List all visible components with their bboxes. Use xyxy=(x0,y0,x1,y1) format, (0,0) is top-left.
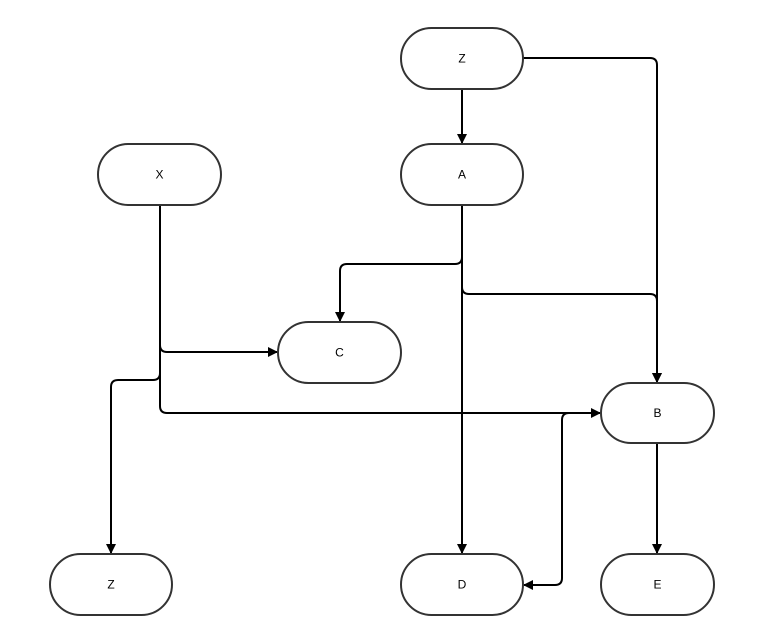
edge-a-to-b xyxy=(461,205,662,383)
node-label: C xyxy=(335,346,344,360)
node-e[interactable]: E xyxy=(600,553,715,616)
node-shape xyxy=(400,27,524,90)
node-d[interactable]: D xyxy=(400,553,524,616)
node-label: A xyxy=(458,168,466,182)
node-shape xyxy=(97,143,222,206)
node-x[interactable]: X xyxy=(97,143,222,206)
node-shape xyxy=(400,553,524,616)
node-label: D xyxy=(458,578,467,592)
edge-z-top-to-b xyxy=(523,57,662,383)
edges-layer xyxy=(106,57,662,590)
edge-b-to-d xyxy=(523,412,600,590)
node-a[interactable]: A xyxy=(400,143,524,206)
node-label: Z xyxy=(107,578,114,592)
edge-x-to-z-bottom xyxy=(106,205,161,554)
node-z-top[interactable]: Z xyxy=(400,27,524,90)
node-shape xyxy=(600,553,715,616)
node-shape xyxy=(600,382,715,444)
edge-a-to-c xyxy=(335,205,463,322)
node-c[interactable]: C xyxy=(277,321,402,384)
node-shape xyxy=(400,143,524,206)
node-z-bottom[interactable]: Z xyxy=(49,553,173,616)
node-label: X xyxy=(155,168,163,182)
nodes-layer: Z A X C B Z D E xyxy=(49,27,715,616)
node-label: E xyxy=(653,578,661,592)
node-shape xyxy=(277,321,402,384)
node-label: Z xyxy=(458,52,465,66)
node-shape xyxy=(49,553,173,616)
edge-x-to-b xyxy=(159,205,601,418)
edge-x-to-c xyxy=(159,205,278,357)
node-label: B xyxy=(653,406,661,420)
node-b[interactable]: B xyxy=(600,382,715,444)
